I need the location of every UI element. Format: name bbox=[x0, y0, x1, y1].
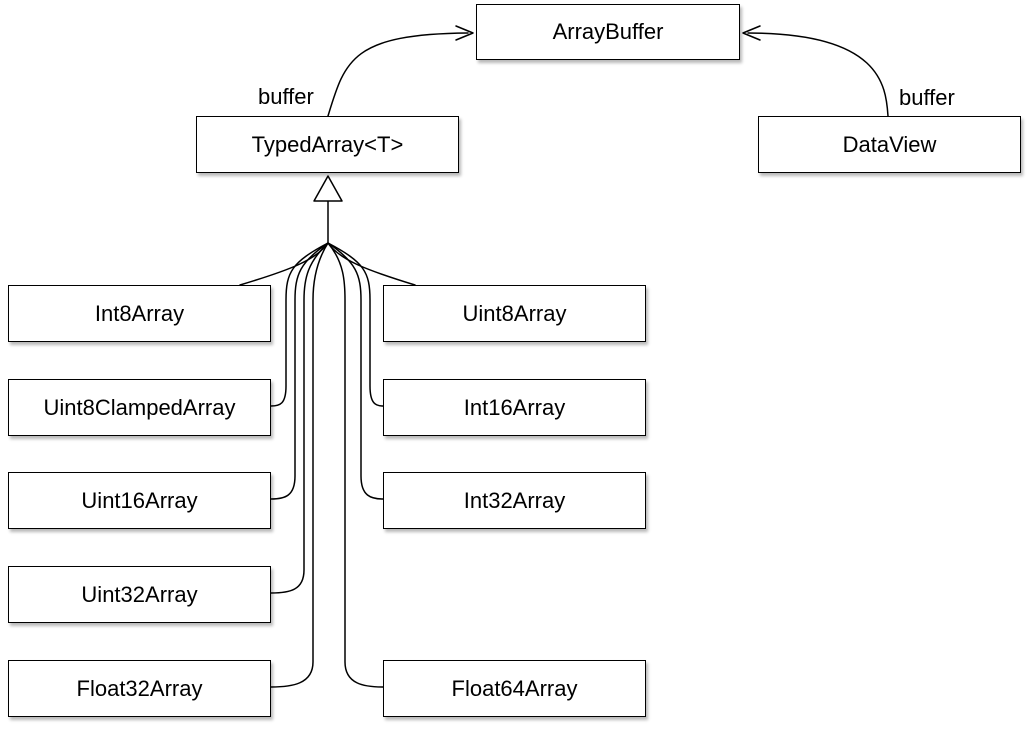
node-int16array[interactable]: Int16Array bbox=[383, 379, 646, 436]
node-float32array-label: Float32Array bbox=[76, 675, 203, 701]
node-arraybuffer-label: ArrayBuffer bbox=[552, 19, 664, 44]
arrowhead-dataview-to-arraybuffer bbox=[742, 25, 761, 41]
node-uint32array[interactable]: Uint32Array bbox=[8, 566, 271, 623]
edge-typedarray-to-arraybuffer bbox=[327, 32, 469, 117]
edge-float32array bbox=[270, 242, 329, 688]
node-typedarray[interactable]: TypedArray<T> bbox=[196, 116, 459, 173]
edge-uint8array bbox=[327, 242, 416, 286]
node-int32array-label: Int32Array bbox=[463, 487, 566, 513]
edge-int16array bbox=[327, 242, 384, 407]
node-int8array[interactable]: Int8Array bbox=[8, 285, 271, 342]
node-uint8clampedarray[interactable]: Uint8ClampedArray bbox=[8, 379, 271, 436]
node-dataview-label: DataView bbox=[842, 131, 937, 157]
edge-float64array bbox=[327, 242, 384, 688]
node-int16array-label: Int16Array bbox=[463, 394, 566, 420]
node-typedarray-label: TypedArray<T> bbox=[251, 131, 404, 157]
dataview-buffer-label: buffer bbox=[899, 85, 955, 110]
edge-uint8clampedarray bbox=[270, 242, 329, 407]
node-dataview[interactable]: DataView bbox=[758, 116, 1021, 173]
node-uint8clampedarray-label: Uint8ClampedArray bbox=[43, 394, 236, 420]
node-uint8array[interactable]: Uint8Array bbox=[383, 285, 646, 342]
node-float64array[interactable]: Float64Array bbox=[383, 660, 646, 717]
node-uint32array-label: Uint32Array bbox=[81, 581, 198, 607]
node-uint8array-label: Uint8Array bbox=[462, 300, 567, 326]
arrowhead-typedarray-to-arraybuffer bbox=[455, 25, 474, 41]
node-int8array-label: Int8Array bbox=[94, 300, 185, 326]
node-uint16array-label: Uint16Array bbox=[81, 487, 198, 513]
node-arraybuffer[interactable]: ArrayBuffer bbox=[476, 4, 740, 60]
node-int32array[interactable]: Int32Array bbox=[383, 472, 646, 529]
node-uint16array[interactable]: Uint16Array bbox=[8, 472, 271, 529]
edge-uint16array bbox=[270, 242, 329, 500]
typedarray-buffer-label: buffer bbox=[258, 84, 314, 109]
edge-uint32array bbox=[270, 242, 329, 594]
node-float32array[interactable]: Float32Array bbox=[8, 660, 271, 717]
inheritance-triangle bbox=[313, 175, 343, 202]
edge-int32array bbox=[327, 242, 384, 500]
node-float64array-label: Float64Array bbox=[451, 675, 578, 701]
edge-dataview-to-arraybuffer bbox=[747, 32, 889, 117]
